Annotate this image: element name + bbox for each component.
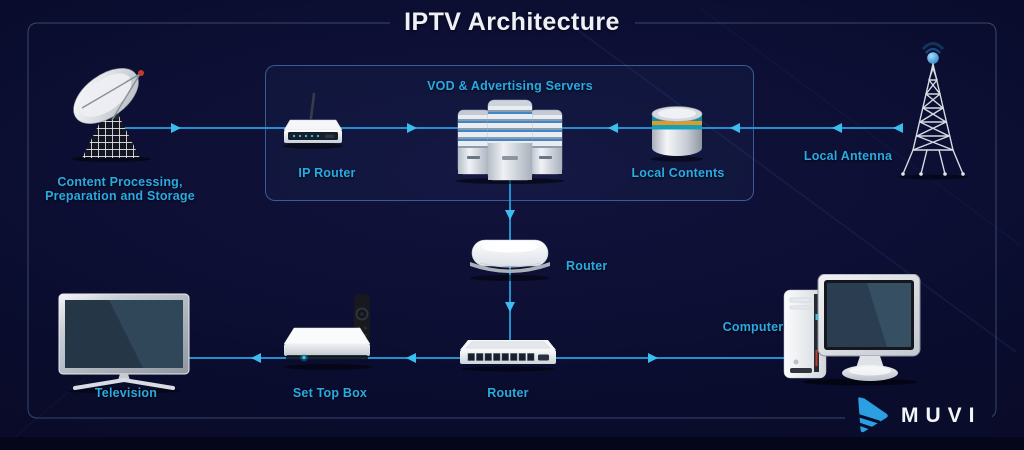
muvi-logo: MUVI <box>846 392 992 440</box>
antenna-tower-icon <box>893 32 973 185</box>
muvi-logo-text: MUVI <box>901 404 982 427</box>
content-processing-label: Content Processing, Preparation and Stor… <box>45 175 195 203</box>
monitor <box>817 273 921 381</box>
television-label: Television <box>94 386 158 400</box>
computer-label: Computer <box>722 320 784 334</box>
bottom-band <box>0 437 1024 450</box>
servers-icon <box>450 96 570 189</box>
access-router-label: Router <box>487 386 529 400</box>
satellite-dish-icon <box>56 58 166 168</box>
database-icon <box>650 100 704 167</box>
ip-router-icon <box>280 90 346 155</box>
local-antenna-label: Local Antenna <box>803 149 893 163</box>
router-icon <box>460 232 560 287</box>
set-top-box-icon <box>283 294 384 377</box>
vod-servers-label: VOD & Advertising Servers <box>427 79 593 93</box>
muvi-logo-icon <box>856 397 888 433</box>
set-top-box-label: Set Top Box <box>292 386 368 400</box>
television-icon <box>57 292 191 399</box>
local-contents-label: Local Contents <box>631 166 725 180</box>
computer-icon <box>782 273 922 391</box>
switch-router-icon <box>456 336 560 377</box>
pc-tower <box>783 289 827 379</box>
page-title: IPTV Architecture <box>404 8 620 36</box>
core-router-label: Router <box>566 259 608 273</box>
ip-router-label: IP Router <box>298 166 356 180</box>
